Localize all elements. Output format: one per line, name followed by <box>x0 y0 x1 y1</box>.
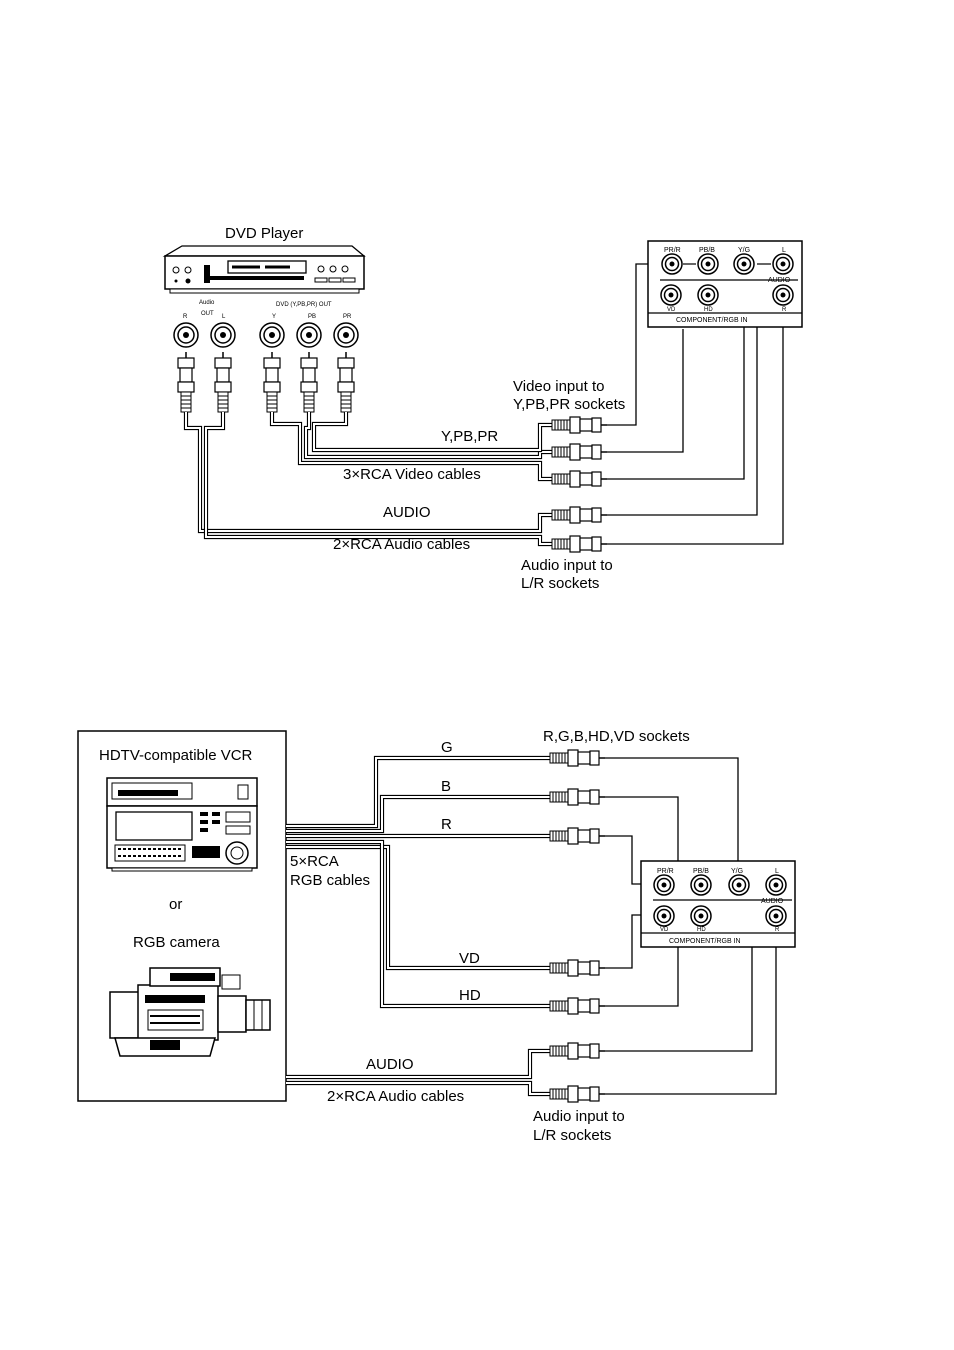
panel1-l-label: L <box>782 247 786 254</box>
r-label: R <box>441 816 452 833</box>
panel2-hd-label: HD <box>697 927 706 933</box>
video-cables-label: 3×RCA Video cables <box>343 466 481 483</box>
dvd-input-plugs <box>551 416 608 553</box>
dvd-vertical-plugs <box>177 351 355 413</box>
panel1-pr-label: PR/R <box>664 247 681 254</box>
jack-pb-label: PB <box>308 314 316 320</box>
dvd-cables <box>183 412 552 547</box>
camera-title: RGB camera <box>133 934 220 951</box>
panel1-r-label: R <box>782 307 787 313</box>
dvd-output-jacks <box>173 322 359 348</box>
video-input-note-1: Video input to <box>513 378 604 395</box>
g-label: G <box>441 739 453 756</box>
vcr-icon <box>106 777 258 872</box>
vd-label: VD <box>459 950 480 967</box>
audio-input-note-2: L/R sockets <box>521 575 599 592</box>
panel2-l-label: L <box>775 868 779 875</box>
audio-out-label: Audio <box>199 300 215 306</box>
b-label: B <box>441 778 451 795</box>
panel1-name: COMPONENT/RGB IN <box>676 317 748 324</box>
audio-input-note-2a: Audio input to <box>533 1108 625 1125</box>
audio-cables-label: 2×RCA Audio cables <box>333 536 470 553</box>
video-input-note-2: Y,PB,PR sockets <box>513 396 625 413</box>
panel1-vd-label: VD <box>667 307 676 313</box>
panel2-pr-label: PR/R <box>657 868 674 875</box>
audio-signal-label: AUDIO <box>383 504 431 521</box>
panel1-yg-label: Y/G <box>738 247 750 254</box>
audio-signal-label-2: AUDIO <box>366 1056 414 1073</box>
audio-input-note-1: Audio input to <box>521 557 613 574</box>
video-signal-label: Y,PB,PR <box>441 428 498 445</box>
panel1-hd-label: HD <box>704 307 713 313</box>
sockets-note: R,G,B,HD,VD sockets <box>543 728 690 745</box>
rgb-input-plugs <box>549 749 606 1103</box>
panel2-r-label: R <box>775 927 780 933</box>
panel2-yg-label: Y/G <box>731 868 743 875</box>
diagram-dvd: DVD Player Audio OUT R L DVD (Y, <box>162 225 803 592</box>
hd-label: HD <box>459 987 481 1004</box>
jack-pr-label: PR <box>343 314 352 320</box>
dvd-player-title: DVD Player <box>225 225 303 242</box>
vcr-title: HDTV-compatible VCR <box>99 747 253 764</box>
panel1-audio-label: AUDIO <box>768 277 791 284</box>
video-out-label: DVD (Y,PB,PR) OUT <box>276 302 332 308</box>
panel2-name: COMPONENT/RGB IN <box>669 938 741 945</box>
panel2-vd-label: VD <box>660 927 669 933</box>
rgb-cables-label-2: RGB cables <box>290 872 370 889</box>
panel2-pb-label: PB/B <box>693 868 709 875</box>
audio-r-label: R <box>183 314 188 320</box>
rgb-cables <box>286 755 552 1097</box>
diagram-rgb: HDTV-compatible VCR or RGB camera <box>77 728 796 1144</box>
audio-l-label: L <box>222 314 226 320</box>
component-panel-1: PR/R PB/B Y/G L AUDIO VD HD R COMPONENT/… <box>647 240 803 328</box>
component-panel-2: PR/R PB/B Y/G L AUDIO VD HD R COMPONENT/… <box>640 860 796 948</box>
panel2-audio-label: AUDIO <box>761 898 784 905</box>
audio-cables-label-2: 2×RCA Audio cables <box>327 1088 464 1105</box>
jack-y-label: Y <box>272 314 276 320</box>
or-label: or <box>169 896 182 913</box>
panel1-pb-label: PB/B <box>699 247 715 254</box>
audio-out-sub: OUT <box>201 311 214 317</box>
audio-input-note-2b: L/R sockets <box>533 1127 611 1144</box>
dvd-player-icon <box>162 245 366 294</box>
camera-icon <box>109 967 271 1057</box>
rgb-cables-label-1: 5×RCA <box>290 853 339 870</box>
